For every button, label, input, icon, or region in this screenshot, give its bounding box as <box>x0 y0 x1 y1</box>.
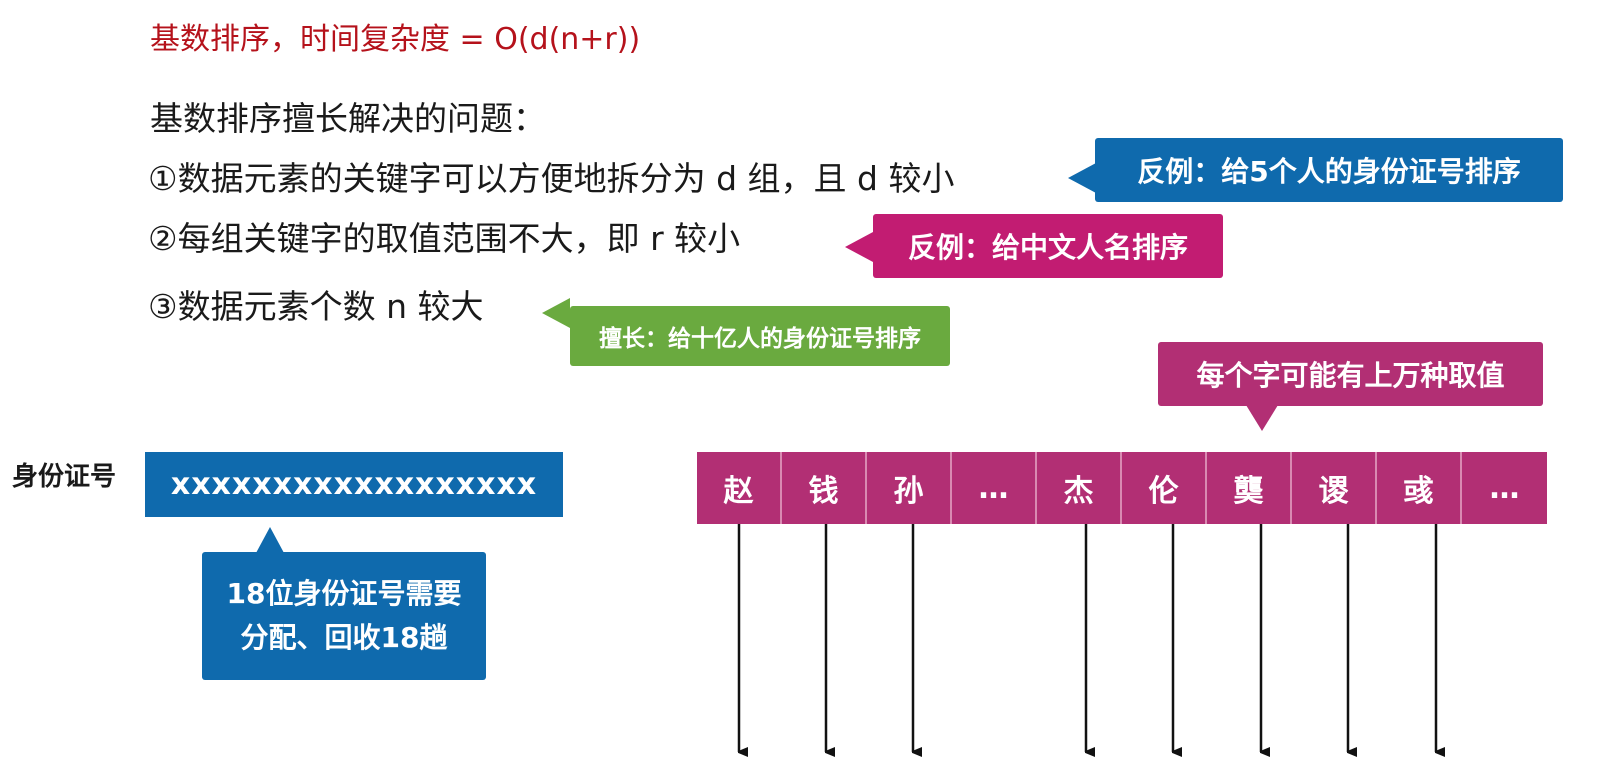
char-cell: 伦 <box>1122 452 1207 524</box>
complexity-title: 基数排序，时间复杂度 = O(d(n+r)) <box>150 22 641 57</box>
char-values-callout: 每个字可能有上万种取值 <box>1158 342 1543 406</box>
id-note-line-1: 18位身份证号需要 <box>226 577 462 610</box>
heading: 基数排序擅长解决的问题： <box>150 99 546 138</box>
char-cell: 彧 <box>1377 452 1462 524</box>
point-3: ③数据元素个数 n 较大 <box>148 287 484 326</box>
callout-pointer <box>1246 405 1278 431</box>
counter-example-callout-2: 反例：给中文人名排序 <box>873 214 1223 278</box>
callout-pointer <box>256 527 284 553</box>
char-cell: 龑 <box>1207 452 1292 524</box>
callout-pointer <box>845 232 873 262</box>
point-2: ②每组关键字的取值范围不大，即 r 较小 <box>148 219 741 258</box>
id-label: 身份证号 <box>12 462 117 492</box>
id-note-line-2: 分配、回收18趟 <box>240 621 448 654</box>
point-1: ①数据元素的关键字可以方便地拆分为 d 组，且 d 较小 <box>148 159 955 198</box>
id-note-callout: 18位身份证号需要 分配、回收18趟 <box>202 552 486 680</box>
char-cell: … <box>952 452 1037 524</box>
callout-pointer <box>1068 163 1096 193</box>
char-cell: … <box>1462 452 1547 524</box>
counter-example-callout-1: 反例：给5个人的身份证号排序 <box>1095 138 1563 202</box>
good-at-callout: 擅长：给十亿人的身份证号排序 <box>570 306 950 366</box>
char-cell: 钱 <box>782 452 867 524</box>
callout-pointer <box>542 298 570 328</box>
name-char-cells: 赵 钱 孙 … 杰 伦 龑 谡 彧 … <box>697 452 1547 524</box>
char-cell: 赵 <box>697 452 782 524</box>
char-cell: 杰 <box>1037 452 1122 524</box>
char-cell: 孙 <box>867 452 952 524</box>
id-number-bar: xxxxxxxxxxxxxxxxxx <box>145 452 563 517</box>
char-cell: 谡 <box>1292 452 1377 524</box>
